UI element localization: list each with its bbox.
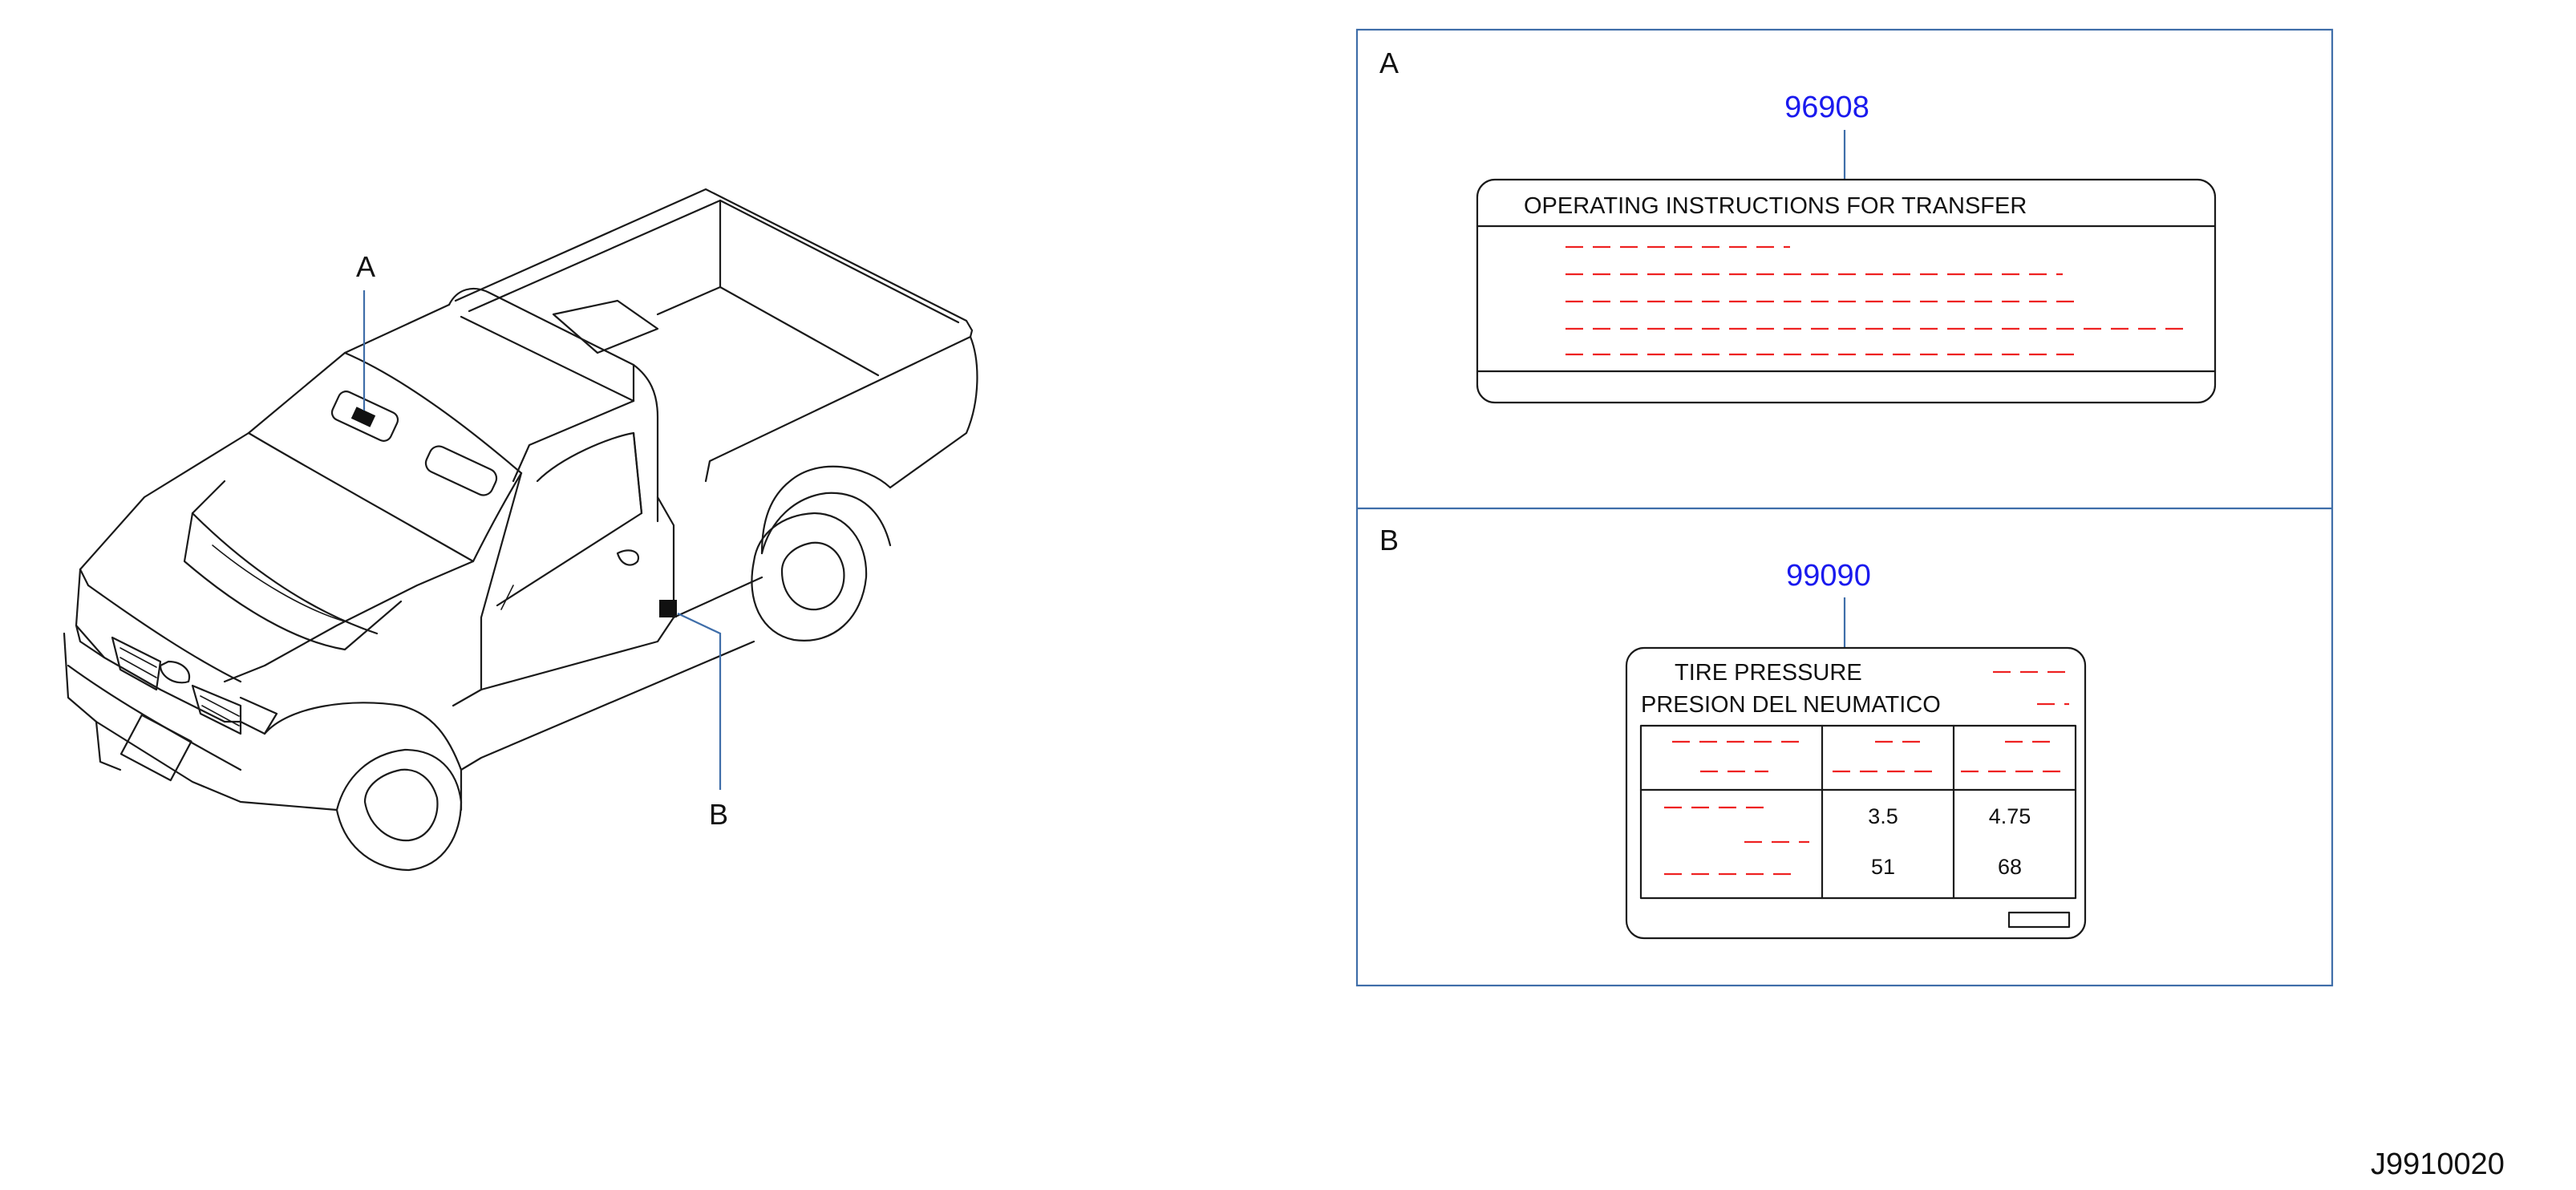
- transfer-instructions-label: OPERATING INSTRUCTIONS FOR TRANSFER: [1476, 178, 2217, 404]
- tire-pressure-title-spanish: PRESION DEL NEUMATICO: [1641, 692, 1941, 718]
- rear-pressure-psi: 68: [1998, 855, 2022, 879]
- panel-a-letter: A: [1379, 47, 1399, 79]
- tire-pressure-title: TIRE PRESSURE: [1675, 660, 1862, 686]
- part-number-99090: 99090: [1786, 559, 1871, 593]
- detail-panels-frame: [1355, 28, 2334, 987]
- front-pressure-kgf: 3.5: [1868, 804, 1898, 828]
- pickup-truck-illustration: [63, 188, 978, 872]
- panel-b: B 99090 TIRE PRESSURE PRESION DEL NEUMAT…: [1379, 524, 2087, 940]
- panel-a: A 96908 OPERATING INSTRUCTIONS FOR TRANS…: [1379, 47, 2217, 404]
- panel-b-letter: B: [1379, 524, 1399, 557]
- tire-pressure-table: 3.5 4.75 51 68: [1639, 724, 2077, 900]
- callout-a: A: [356, 250, 375, 411]
- tire-label-code-box: [2007, 911, 2071, 929]
- front-pressure-psi: 51: [1871, 855, 1895, 879]
- callout-b-letter: B: [709, 798, 728, 831]
- callout-b: B: [677, 613, 728, 831]
- transfer-label-text-lines: [1565, 245, 2189, 356]
- transfer-label-title: OPERATING INSTRUCTIONS FOR TRANSFER: [1524, 193, 2027, 219]
- part-number-96908: 96908: [1784, 91, 1869, 124]
- callout-a-letter: A: [356, 250, 375, 283]
- rear-pressure-kgf: 4.75: [1989, 804, 2031, 828]
- diagram-code: J9910020: [2371, 1148, 2505, 1181]
- tire-pressure-label: TIRE PRESSURE PRESION DEL NEUMATICO 3.5: [1625, 646, 2087, 940]
